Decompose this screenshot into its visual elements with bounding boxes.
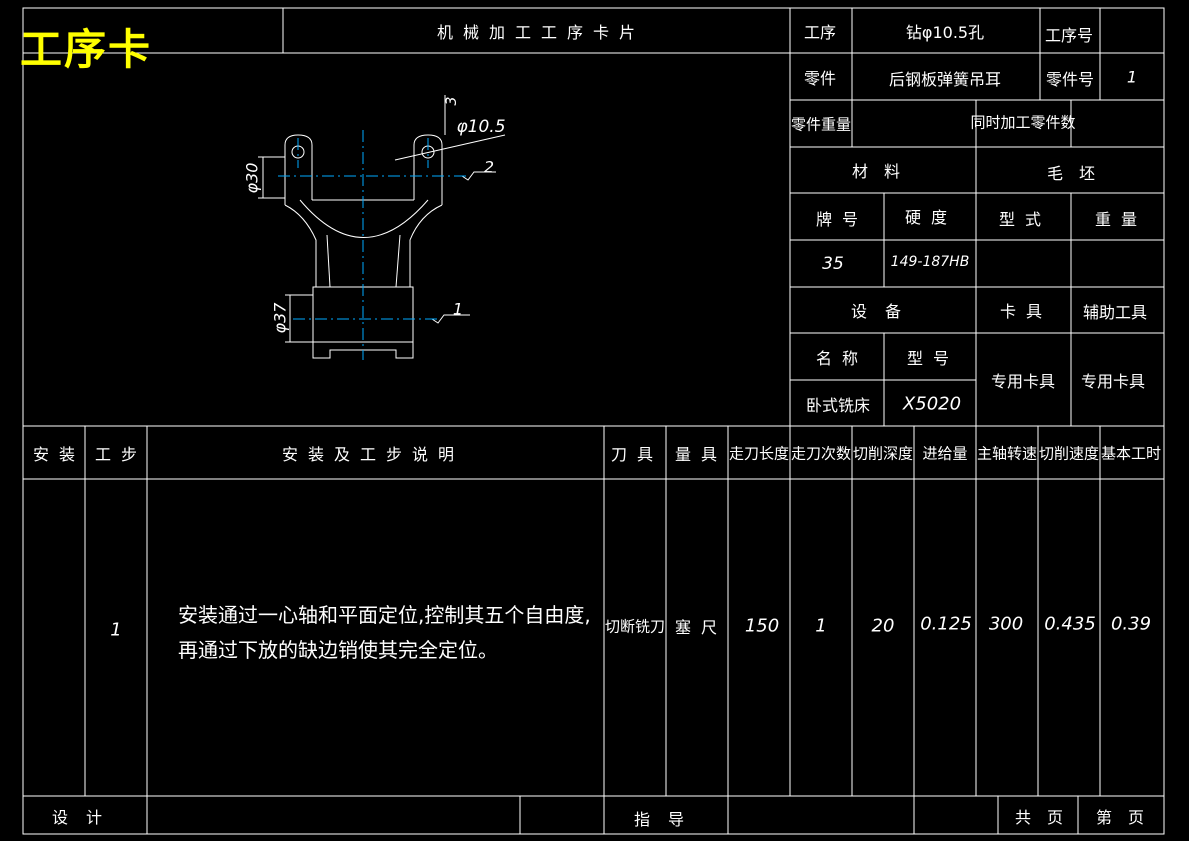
design-label: 设计 (51, 808, 121, 827)
grade-label: 牌号 (815, 210, 869, 229)
process-label: 工序 (803, 23, 837, 42)
col-header-spindle: 主轴转速 (976, 444, 1038, 463)
simul-parts-label: 同时加工零件数 (970, 113, 1076, 132)
machine-model: X5020 (902, 393, 962, 415)
col-header-install: 安装 (32, 445, 86, 464)
row-tool: 切断铣刀 (604, 617, 666, 636)
process-no-label: 工序号 (1044, 26, 1094, 45)
col-header-passes: 走刀次数 (790, 444, 852, 463)
guide-label: 指导 (633, 810, 703, 829)
row-description: 安装通过一心轴和平面定位,控制其五个自由度, 再通过下放的缺边销使其完全定位。 (178, 598, 591, 668)
datum-1-label: 1 (452, 299, 464, 319)
blank-label: 毛 坯 (1046, 164, 1096, 183)
row-step: 1 (110, 619, 122, 641)
description-line-1: 安装通过一心轴和平面定位,控制其五个自由度, (178, 603, 591, 627)
col-header-length: 走刀长度 (728, 444, 790, 463)
weight-label: 重量 (1094, 210, 1148, 229)
col-header-tool: 刀具 (610, 445, 664, 464)
page-label: 第 页 (1095, 808, 1145, 827)
row-feed: 0.125 (920, 613, 972, 635)
row-passes: 1 (815, 615, 827, 637)
col-header-time: 基本工时 (1100, 444, 1162, 463)
row-time: 0.39 (1110, 613, 1152, 635)
main-title: 机械加工工序卡片 (436, 23, 646, 42)
col-header-speed: 切削速度 (1038, 444, 1100, 463)
bottom-diameter-label: φ37 (270, 302, 290, 334)
aux-tool-label: 辅助工具 (1082, 303, 1148, 322)
part-value: 后钢板弹簧吊耳 (888, 70, 1002, 89)
name-label: 名称 (815, 349, 869, 368)
center-lines (278, 130, 470, 360)
equipment-label: 设备 (850, 302, 920, 321)
card-title: 工序卡 (20, 25, 153, 74)
part-weight-label: 零件重量 (790, 115, 852, 134)
grade-value: 35 (822, 254, 844, 274)
material-label: 材 料 (851, 162, 901, 181)
col-header-step: 工步 (94, 445, 148, 464)
fixture-label: 卡具 (999, 302, 1053, 321)
machine-name: 卧式铣床 (805, 396, 871, 415)
datum-2-label: 2 (483, 157, 495, 177)
col-header-feed: 进给量 (922, 444, 968, 463)
process-value: 钻φ10.5孔 (905, 23, 985, 42)
part-no-label: 零件号 (1045, 70, 1095, 89)
hardness-label: 硬度 (904, 208, 958, 227)
model-label: 型号 (906, 349, 960, 368)
top-diameter-label: φ30 (242, 162, 262, 194)
col-header-depth: 切削深度 (852, 444, 914, 463)
fixture-value: 专用卡具 (990, 372, 1056, 391)
part-no-value: 1 (1126, 67, 1138, 87)
col-header-description: 安装及工步说明 (281, 445, 465, 464)
type-label: 型式 (998, 210, 1052, 229)
col-header-gauge: 量具 (674, 445, 728, 464)
description-line-2: 再通过下放的缺边销使其完全定位。 (178, 638, 498, 662)
row-spindle: 300 (988, 613, 1024, 635)
table-grid (22, 7, 1165, 835)
row-speed: 0.435 (1044, 613, 1096, 635)
roughness-value: 3 (444, 96, 460, 106)
aux-tool-value: 专用卡具 (1080, 372, 1146, 391)
row-length: 150 (744, 615, 780, 637)
row-depth: 20 (871, 615, 895, 637)
part-label: 零件 (803, 69, 837, 88)
row-gauge: 塞尺 (674, 618, 728, 637)
hardness-value: 149-187HB (890, 254, 970, 270)
hole-dimension-label: φ10.5 (456, 117, 506, 137)
total-pages-label: 共 页 (1014, 808, 1064, 827)
